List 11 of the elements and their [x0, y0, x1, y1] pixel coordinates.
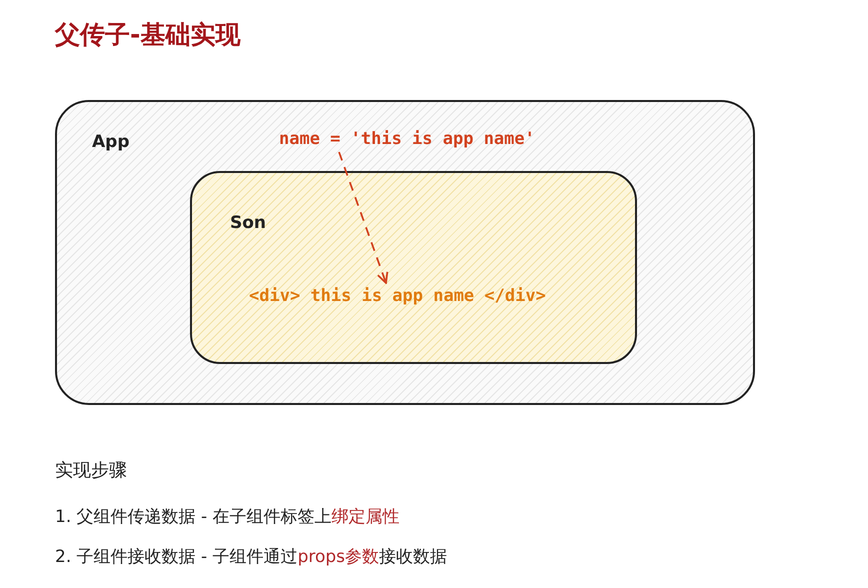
- component-label: Son: [230, 213, 266, 233]
- code-text: <div> this is app name </div>: [249, 286, 546, 306]
- step-text: 2. 子组件接收数据 - 子组件通过props参数接收数据: [55, 546, 448, 568]
- code-text: name = 'this is app name': [279, 129, 535, 149]
- title: 父传子-基础实现: [55, 19, 240, 51]
- component-box: [55, 100, 755, 405]
- arrow: [338, 152, 388, 284]
- step-text: 1. 父组件传递数据 - 在子组件标签上绑定属性: [55, 506, 400, 528]
- section-heading: 实现步骤: [55, 459, 127, 482]
- component-label: App: [92, 132, 130, 152]
- component-box: [190, 171, 637, 364]
